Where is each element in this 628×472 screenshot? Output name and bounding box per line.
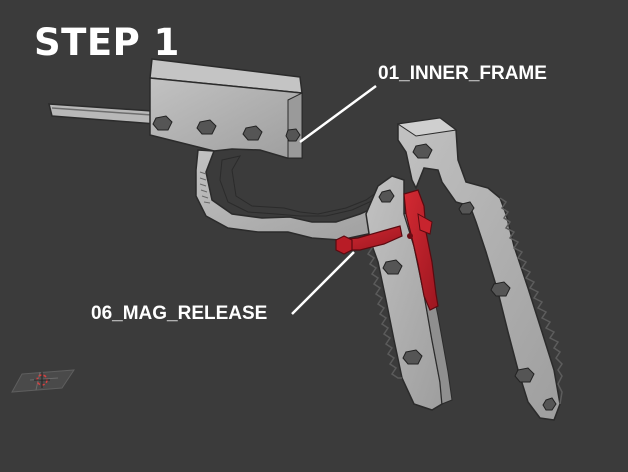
left-grip-serrations xyxy=(364,239,402,379)
inner-frame-guard-opening xyxy=(219,155,387,217)
mag-release-leader-line xyxy=(291,251,355,315)
right-grip-serrations xyxy=(499,197,563,405)
inner-frame-part xyxy=(48,58,399,241)
mag-release-part xyxy=(335,189,439,311)
right-grip-frame xyxy=(397,117,561,421)
inner-frame-block-face xyxy=(287,92,303,159)
mag-release-button xyxy=(335,235,353,255)
inner-frame-label: 01_INNER_FRAME xyxy=(378,63,547,84)
inner-frame-pin-holes xyxy=(152,115,301,142)
mag-release-tab xyxy=(417,213,433,235)
inner-frame-leader-line xyxy=(299,84,377,144)
right-grip-screw-holes xyxy=(412,143,557,411)
left-grip-screw-holes xyxy=(378,189,423,365)
inner-frame-serrations xyxy=(199,171,211,204)
mag-release-label: 06_MAG_RELEASE xyxy=(91,303,268,324)
right-grip-top-face xyxy=(396,117,458,137)
right-grip-frame-part xyxy=(396,117,563,421)
inner-frame-rail-groove xyxy=(51,107,153,116)
inner-frame-block xyxy=(149,77,303,159)
step-title: STEP 1 xyxy=(34,21,180,64)
3d-cursor-grid-icon[interactable] xyxy=(11,369,75,393)
mag-release-pin xyxy=(407,233,413,239)
